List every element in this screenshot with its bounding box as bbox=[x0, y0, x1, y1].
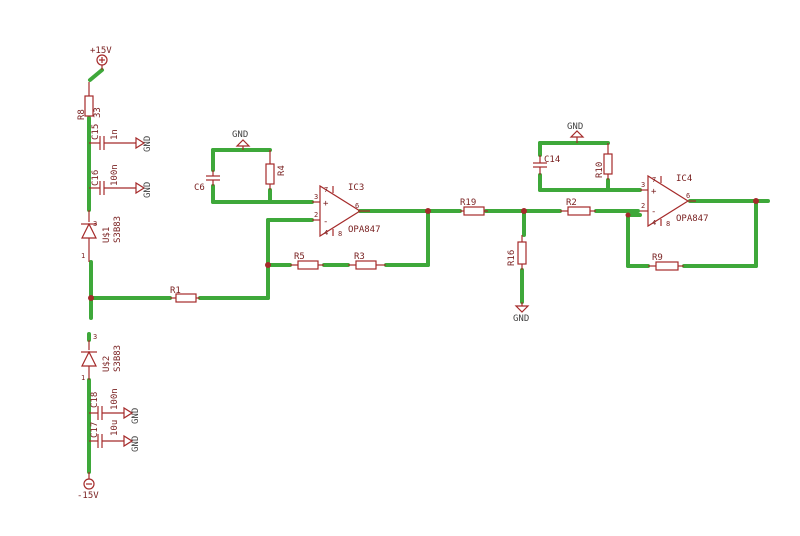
r9-label: R9 bbox=[652, 253, 663, 263]
r2: R2 bbox=[560, 198, 596, 216]
r10: R10 bbox=[595, 143, 613, 180]
r2-label: R2 bbox=[566, 198, 577, 208]
svg-text:2: 2 bbox=[314, 211, 318, 219]
r10-label: R10 bbox=[595, 162, 605, 178]
ic3-gnd-label: GND bbox=[232, 130, 248, 140]
c17: C17 10u GND bbox=[89, 420, 141, 452]
u2-label: U$2 bbox=[102, 356, 112, 372]
ic4-type: OPA847 bbox=[676, 214, 709, 224]
c15-value: 1n bbox=[110, 129, 120, 140]
c15-label: C15 bbox=[91, 124, 101, 140]
pos-supply: +15V bbox=[90, 46, 112, 70]
c15-gnd: GND bbox=[143, 136, 153, 152]
ic3-gnd: GND bbox=[232, 130, 251, 150]
svg-text:8: 8 bbox=[666, 220, 670, 228]
svg-text:4: 4 bbox=[652, 219, 656, 227]
ic4-gnd: GND bbox=[567, 122, 585, 143]
r16-gnd: GND bbox=[513, 302, 530, 324]
svg-text:1: 1 bbox=[81, 374, 85, 382]
r1: R1 bbox=[170, 286, 200, 303]
ic4-label: IC4 bbox=[676, 174, 692, 184]
svg-text:3: 3 bbox=[93, 333, 97, 341]
ic3: + - 3 2 7 4 8 6 IC3 OPA847 bbox=[312, 183, 381, 238]
c16: C16 100n GND bbox=[89, 164, 153, 198]
svg-text:7: 7 bbox=[652, 176, 656, 184]
c16-gnd: GND bbox=[143, 182, 153, 198]
r16-gnd-label: GND bbox=[513, 314, 529, 324]
r4-label: R4 bbox=[277, 165, 287, 176]
r19: R19 bbox=[460, 198, 488, 216]
svg-text:3: 3 bbox=[93, 220, 97, 228]
c18: C18 100n GND bbox=[89, 388, 141, 424]
r4: R4 bbox=[265, 150, 287, 190]
neg-supply-label: -15V bbox=[77, 491, 99, 501]
r8-value: 33 bbox=[93, 107, 103, 118]
neg-supply: -15V bbox=[77, 472, 99, 501]
ic4-gnd-label: GND bbox=[567, 122, 583, 132]
u2-type: S3B83 bbox=[113, 345, 123, 372]
svg-text:4: 4 bbox=[324, 229, 328, 237]
r8-label: R8 bbox=[77, 109, 87, 120]
c16-value: 100n bbox=[110, 164, 120, 186]
r3-label: R3 bbox=[354, 252, 365, 262]
c6: C6 bbox=[194, 170, 220, 193]
u1-label: U$1 bbox=[102, 227, 112, 243]
svg-text:3: 3 bbox=[641, 181, 645, 189]
c17-gnd: GND bbox=[131, 436, 141, 452]
svg-text:7: 7 bbox=[324, 186, 328, 194]
svg-text:-: - bbox=[323, 217, 328, 227]
r16-label: R16 bbox=[507, 250, 517, 266]
c17-value: 10u bbox=[110, 420, 120, 436]
c18-label: C18 bbox=[90, 392, 100, 408]
r3: R3 bbox=[348, 252, 386, 270]
junctions bbox=[88, 198, 759, 301]
svg-text:8: 8 bbox=[338, 230, 342, 238]
svg-text:+: + bbox=[651, 187, 657, 197]
c17-label: C17 bbox=[90, 422, 100, 438]
r8: R8 33 bbox=[77, 82, 103, 120]
svg-text:+: + bbox=[323, 199, 329, 209]
u1: 3 1 U$1 S3B83 bbox=[81, 210, 123, 262]
r9: R9 bbox=[648, 253, 684, 271]
u1-type: S3B83 bbox=[113, 216, 123, 243]
ic3-label: IC3 bbox=[348, 183, 364, 193]
pos-supply-label: +15V bbox=[90, 46, 112, 56]
r1-label: R1 bbox=[170, 286, 181, 296]
ic4: + - 3 2 7 4 8 6 IC4 OPA847 bbox=[640, 174, 709, 228]
c16-label: C16 bbox=[91, 170, 101, 186]
c18-gnd: GND bbox=[131, 408, 141, 424]
svg-text:6: 6 bbox=[355, 202, 359, 210]
svg-text:1: 1 bbox=[81, 252, 85, 260]
wires bbox=[87, 68, 770, 474]
c6-label: C6 bbox=[194, 183, 205, 193]
c18-value: 100n bbox=[110, 388, 120, 410]
c15: C15 1n GND bbox=[89, 124, 153, 152]
c14-label: C14 bbox=[544, 155, 560, 165]
svg-text:6: 6 bbox=[686, 192, 690, 200]
r5-label: R5 bbox=[294, 252, 305, 262]
u2: 3 1 U$2 S3B83 bbox=[81, 333, 123, 382]
c14: C14 bbox=[533, 155, 560, 175]
svg-text:3: 3 bbox=[314, 193, 318, 201]
svg-text:2: 2 bbox=[641, 202, 645, 210]
ic3-type: OPA847 bbox=[348, 225, 381, 235]
r5: R5 bbox=[290, 252, 324, 270]
svg-text:-: - bbox=[651, 207, 656, 217]
r19-label: R19 bbox=[460, 198, 476, 208]
r16: R16 bbox=[507, 235, 527, 270]
